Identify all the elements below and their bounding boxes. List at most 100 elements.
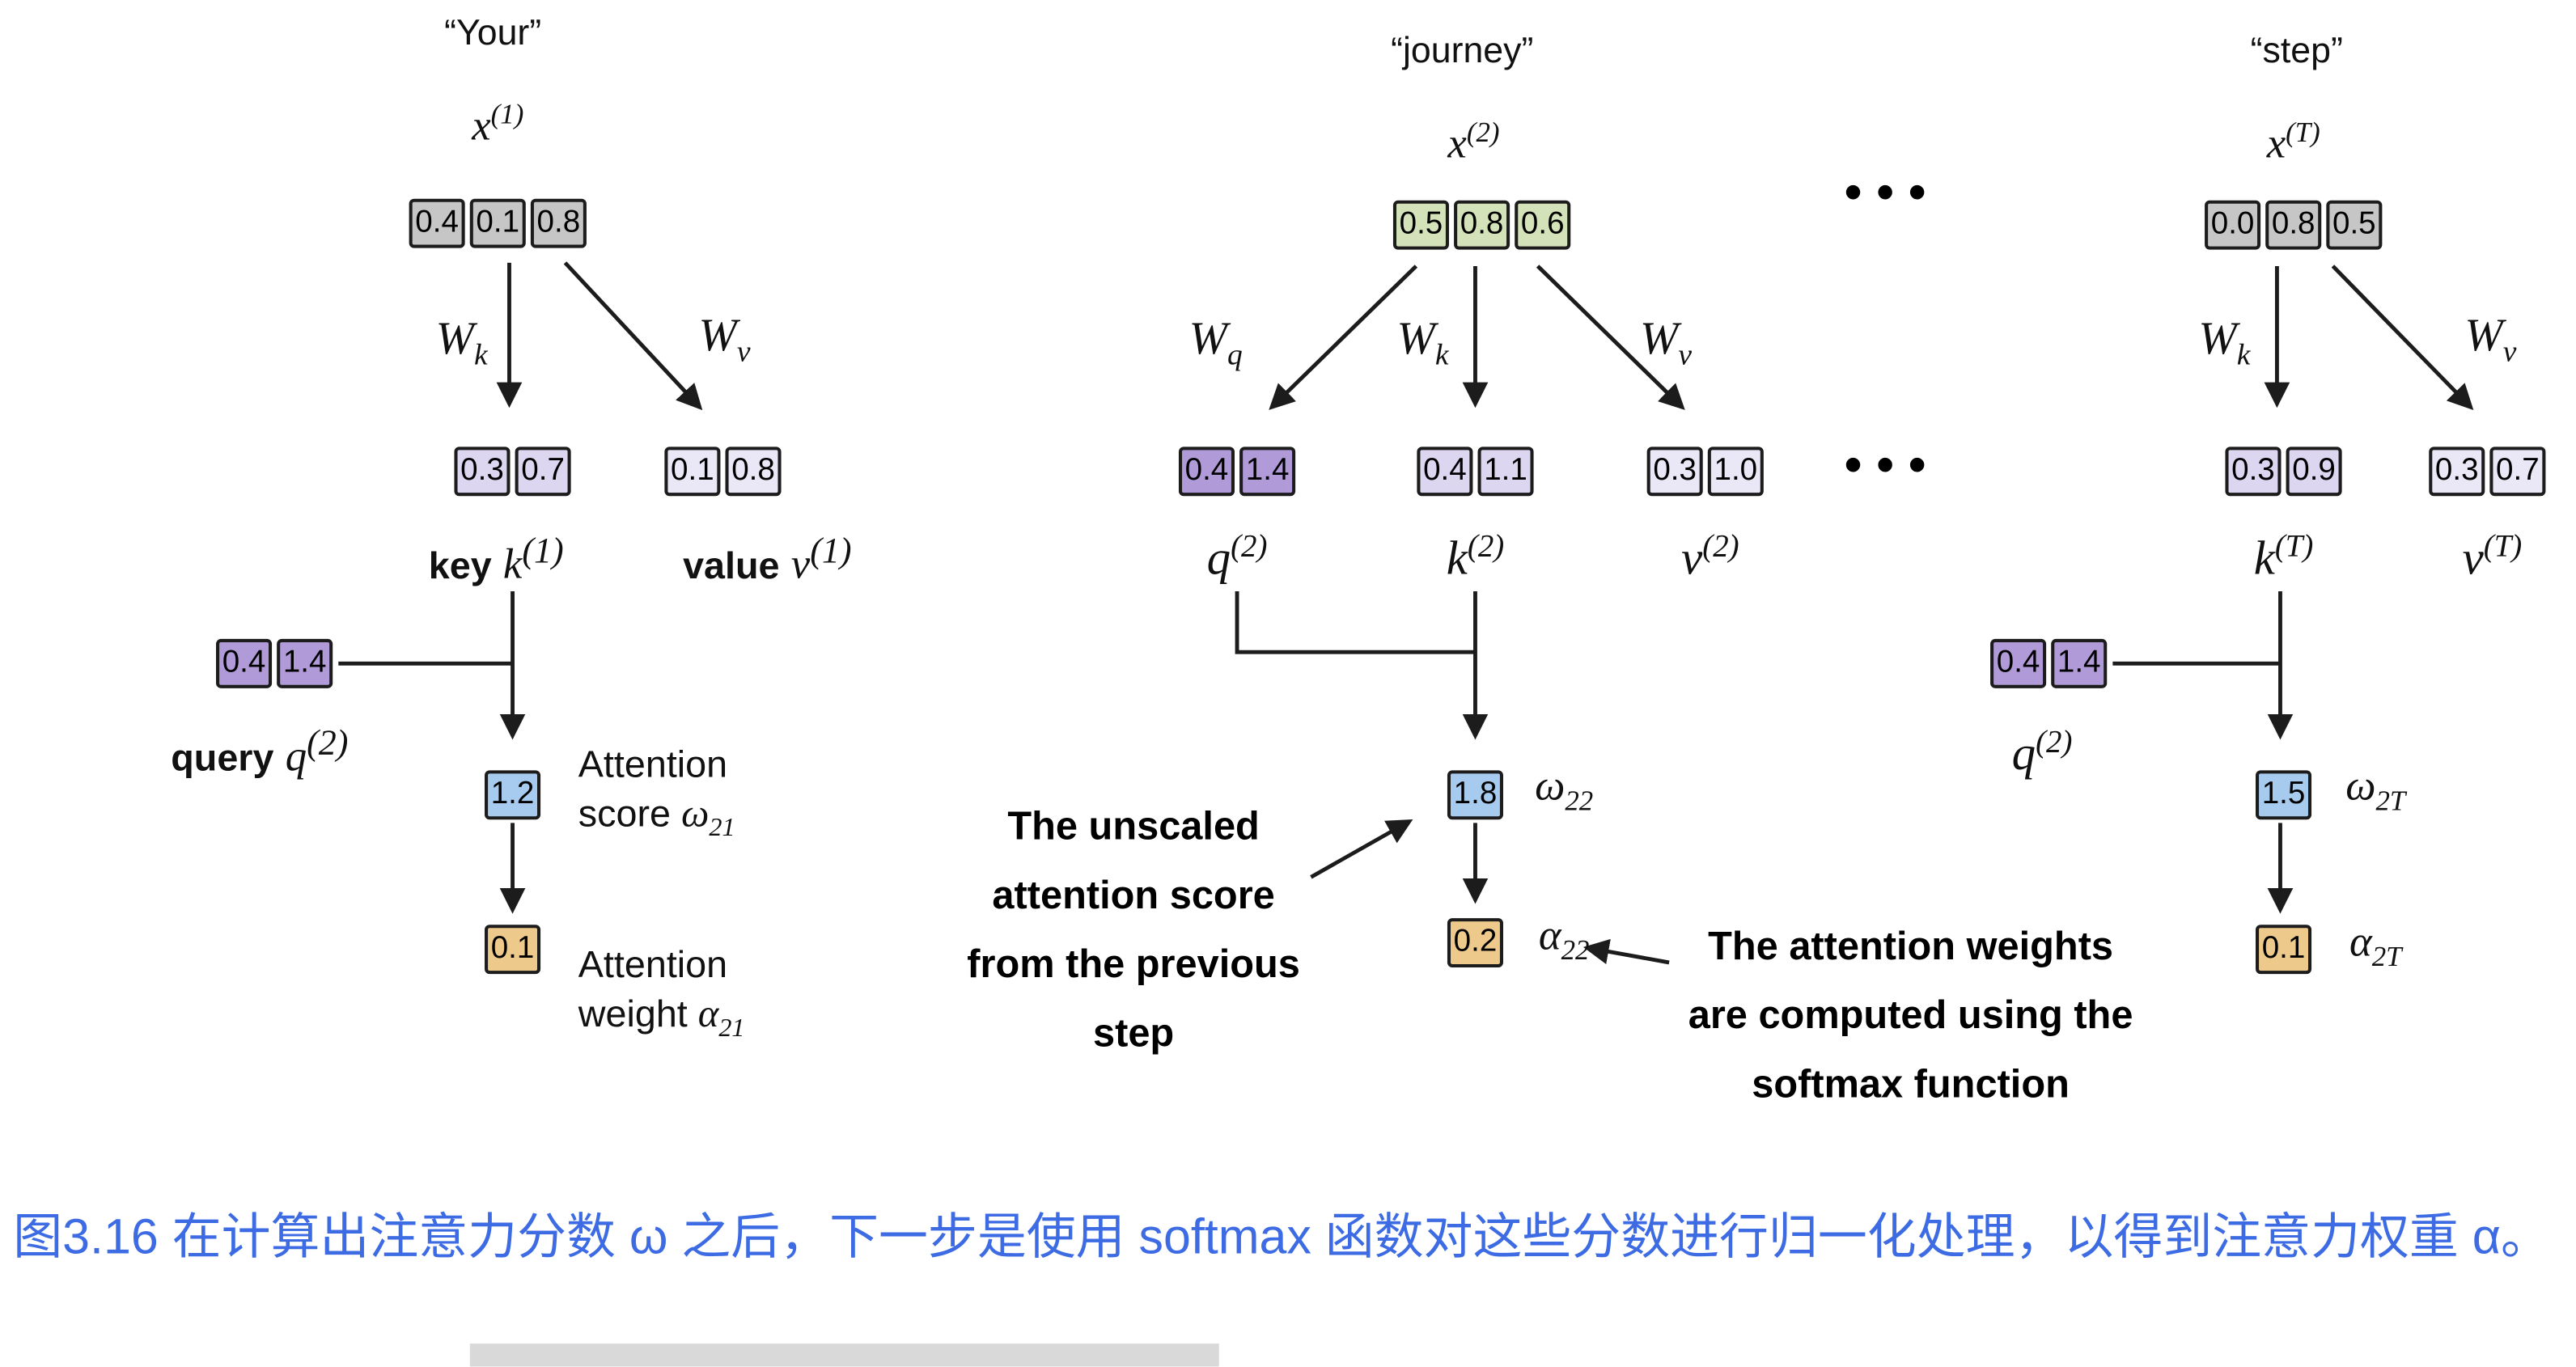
vector-cell: 0.8 <box>725 446 782 497</box>
vector-cell: 0.7 <box>2489 446 2546 497</box>
wk1-base: W <box>435 314 474 366</box>
x1-label: x(1) <box>472 99 523 150</box>
xT-label: x(T) <box>2267 117 2320 169</box>
value-word: value <box>683 543 780 586</box>
vector-cell: 0.0 <box>2205 200 2261 250</box>
vector-cell: 1.4 <box>2051 638 2108 688</box>
v2-label: v(2) <box>1681 530 1739 586</box>
x2-label: x(2) <box>1447 117 1499 169</box>
vector-cell: 0.4 <box>409 198 465 248</box>
xT-vector: 0.0 0.8 0.5 <box>2205 200 2383 250</box>
vT-label: v(T) <box>2463 530 2523 586</box>
xT-sup: (T) <box>2286 116 2320 149</box>
k2-label: k(2) <box>1447 530 1504 586</box>
token-word-2: “journey” <box>1391 29 1534 71</box>
wv1-label: Wv <box>698 311 750 369</box>
score-label-line1: Attention <box>578 742 728 785</box>
wk1-sub: k <box>473 337 488 371</box>
vector-cell: 0.3 <box>2225 446 2282 497</box>
vector-cell: 0.8 <box>530 198 587 248</box>
x2-sup: (2) <box>1466 116 1500 149</box>
omega-glyph: ω <box>680 793 710 836</box>
omega21-symbol: ω21 <box>680 793 735 843</box>
vT-base: v <box>2462 532 2484 586</box>
score-word: score <box>578 791 671 835</box>
query-word: query <box>171 735 274 779</box>
ellipsis-middle: ••• <box>1844 438 1941 493</box>
x1-base: x <box>472 101 491 150</box>
vector-cell: 0.4 <box>1417 446 1473 497</box>
alpha22-glyph: α <box>1538 911 1561 959</box>
v2-vector: 0.3 1.0 <box>1646 446 1764 497</box>
query-vector-1: 0.4 1.4 <box>216 638 333 688</box>
vector-cell: 1.1 <box>1477 446 1534 497</box>
wv2-base: W <box>1640 314 1679 366</box>
wq-base: W <box>1188 314 1227 366</box>
key-base: k <box>502 540 523 588</box>
wv2-label: Wv <box>1640 314 1692 372</box>
xT-base: x <box>2266 119 2286 167</box>
ellipsis-top: ••• <box>1844 166 1941 221</box>
x1-sup: (1) <box>490 99 524 130</box>
key1-vector: 0.3 0.7 <box>454 446 571 497</box>
q2-sup: (2) <box>1231 530 1268 565</box>
attention-score-label-1: Attention score ω21 <box>578 739 735 854</box>
vector-cell: 0.8 <box>2265 200 2322 250</box>
value-sup: (1) <box>810 531 852 570</box>
k2-sup: (2) <box>1467 530 1505 565</box>
v2-sup: (2) <box>1702 530 1739 565</box>
omega22-label: ω22 <box>1535 762 1593 818</box>
attention-score-cell-2: 1.8 <box>1447 770 1503 820</box>
x2-base: x <box>1447 119 1467 167</box>
partial-image-strip <box>469 1344 1219 1367</box>
vector-cell: 1.4 <box>1239 446 1296 497</box>
query-base: q <box>285 732 307 781</box>
vector-cell: 0.7 <box>515 446 571 497</box>
kT-vector: 0.3 0.9 <box>2225 446 2342 497</box>
weight-label-line2: weight α21 <box>578 988 745 1054</box>
attention-weight-cell-1: 0.1 <box>485 925 541 975</box>
vector-cell: 0.4 <box>1178 446 1235 497</box>
wv1-sub: v <box>736 334 751 368</box>
vector-cell: 0.4 <box>1990 638 2047 688</box>
softmax-weights-annotation: The attention weights are computed using… <box>1688 913 2133 1120</box>
query-sup: (2) <box>307 722 349 763</box>
vT-sup: (T) <box>2483 530 2523 565</box>
annotation-line: softmax function <box>1752 1062 2070 1107</box>
wk2-label: Wk <box>1396 314 1448 372</box>
annotation-line: The unscaled <box>1007 804 1260 849</box>
wkT-label: Wk <box>2198 314 2250 372</box>
alpha2T-label: α2T <box>2349 918 2402 974</box>
value1-vector: 0.1 0.8 <box>664 446 782 497</box>
k2-vector: 0.4 1.1 <box>1417 446 1534 497</box>
vector-cell: 0.4 <box>216 638 273 688</box>
wk1-label: Wk <box>436 314 488 372</box>
wvT-label: Wv <box>2464 311 2516 369</box>
alpha2T-sub: 2T <box>2371 941 2402 973</box>
vector-cell: 1.4 <box>277 638 333 688</box>
wkT-sub: k <box>2236 337 2251 371</box>
annotation-line: step <box>1092 1011 1175 1056</box>
q3-base: q <box>2011 728 2036 781</box>
vector-cell: 0.9 <box>2286 446 2342 497</box>
alpha22-sub: 22 <box>1561 934 1590 967</box>
alpha21-symbol: α21 <box>698 994 745 1043</box>
wvT-sub: v <box>2502 334 2517 368</box>
vT-vector: 0.3 0.7 <box>2429 446 2546 497</box>
omega2T-glyph: ω <box>2345 762 2376 810</box>
query-vector-3: 0.4 1.4 <box>1990 638 2108 688</box>
alpha22-label: α22 <box>1539 912 1590 967</box>
vector-cell: 0.1 <box>469 198 526 248</box>
omega22-sub: 22 <box>1565 785 1594 817</box>
kT-base: k <box>2253 532 2275 586</box>
alpha-sub: 21 <box>718 1014 745 1043</box>
kT-label: k(T) <box>2254 530 2314 586</box>
x1-vector: 0.4 0.1 0.8 <box>409 198 587 248</box>
alpha2T-glyph: α <box>2349 917 2372 966</box>
weight-label-line1: Attention <box>578 942 728 986</box>
annotation-line: attention score <box>992 874 1275 919</box>
wv2-sub: v <box>1678 337 1693 371</box>
value-base: v <box>790 540 811 588</box>
